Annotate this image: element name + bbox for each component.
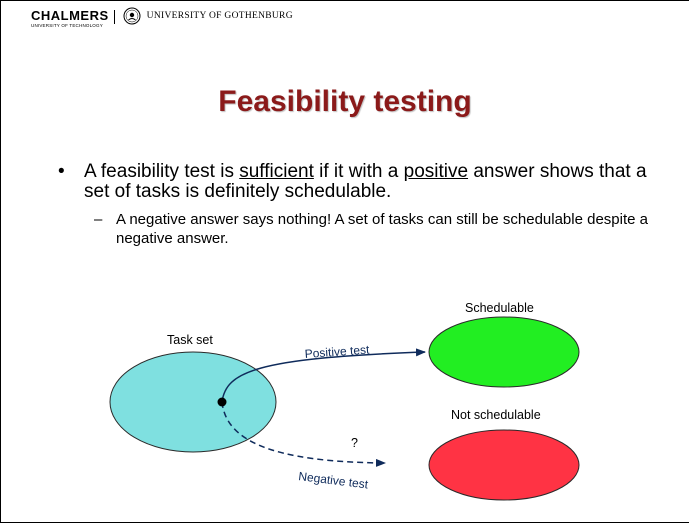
schedulable-ellipse: [428, 316, 580, 388]
task-set-ellipse: [109, 351, 277, 453]
gothenburg-wordmark: UNIVERSITY OF GOTHENBURG: [146, 11, 293, 21]
sub-bullet-item: – A negative answer says nothing! A set …: [58, 210, 658, 248]
chalmers-logo: CHALMERS UNIVERSITY OF TECHNOLOGY: [31, 9, 109, 29]
question-mark-label: ?: [351, 436, 358, 450]
chalmers-wordmark: CHALMERS: [31, 8, 109, 23]
positive-test-label: Positive test: [304, 342, 370, 361]
negative-test-arrow: [221, 401, 386, 467]
bullet-text-part2: if it with a: [313, 161, 404, 182]
negative-test-label: Negative test: [298, 469, 370, 492]
schedulable-label: Schedulable: [465, 301, 534, 315]
slide-title: Feasibility testing: [218, 85, 472, 118]
not-schedulable-label: Not schedulable: [451, 408, 541, 422]
bullet-text-sufficient: sufficient: [239, 161, 314, 182]
gothenburg-seal-icon: [123, 7, 141, 25]
bullet-dot: •: [58, 161, 65, 182]
sub-bullet-text: A negative answer says nothing! A set of…: [116, 211, 648, 247]
task-set-label: Task set: [167, 333, 213, 347]
chalmers-subtitle: UNIVERSITY OF TECHNOLOGY: [31, 23, 103, 28]
bullet-text-part3: answer shows that a set of tasks is defi…: [84, 161, 647, 202]
bullet-list: • A feasibility test is sufficient if it…: [58, 162, 658, 248]
logo-separator: [113, 10, 115, 24]
task-point-dot: [217, 397, 227, 407]
bullet-text-part1: A feasibility test is: [84, 161, 240, 182]
sub-bullet-dash: –: [94, 211, 103, 228]
bullet-item: • A feasibility test is sufficient if it…: [58, 162, 658, 202]
not-schedulable-ellipse: [428, 429, 580, 501]
header-logos: CHALMERS UNIVERSITY OF TECHNOLOGY UNIVER…: [31, 7, 293, 35]
positive-test-arrow: [221, 348, 426, 403]
bullet-text-positive: positive: [403, 161, 469, 182]
